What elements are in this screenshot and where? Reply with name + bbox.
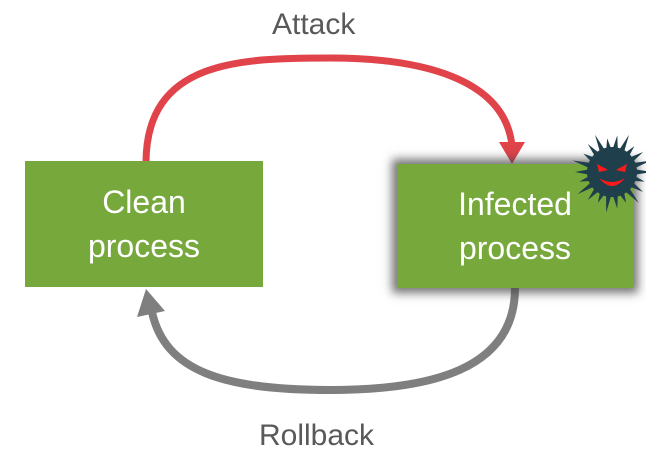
virus-spike <box>572 160 592 169</box>
clean-process-node: Clean process <box>25 161 263 287</box>
virus-spike <box>575 169 591 175</box>
rollback-arrow <box>148 284 519 395</box>
virus-icon <box>572 134 646 213</box>
attack-arrow <box>142 54 516 167</box>
infected-process-label-line1: Infected <box>458 186 572 222</box>
virus-spike <box>612 193 618 209</box>
clean-process-label-line1: Clean <box>102 184 186 220</box>
virus-spike <box>606 193 612 213</box>
virus-spike <box>612 135 618 151</box>
infected-process-label-line2: process <box>458 230 572 266</box>
rollback-arrowhead <box>137 289 165 317</box>
rollback-label: Rollback <box>259 419 375 452</box>
virus-spike <box>618 134 630 154</box>
clean-process-label-line2: process <box>87 228 201 264</box>
attack-label: Attack <box>272 8 356 41</box>
virus-spike <box>594 134 606 154</box>
attack-arrowhead <box>499 142 525 164</box>
